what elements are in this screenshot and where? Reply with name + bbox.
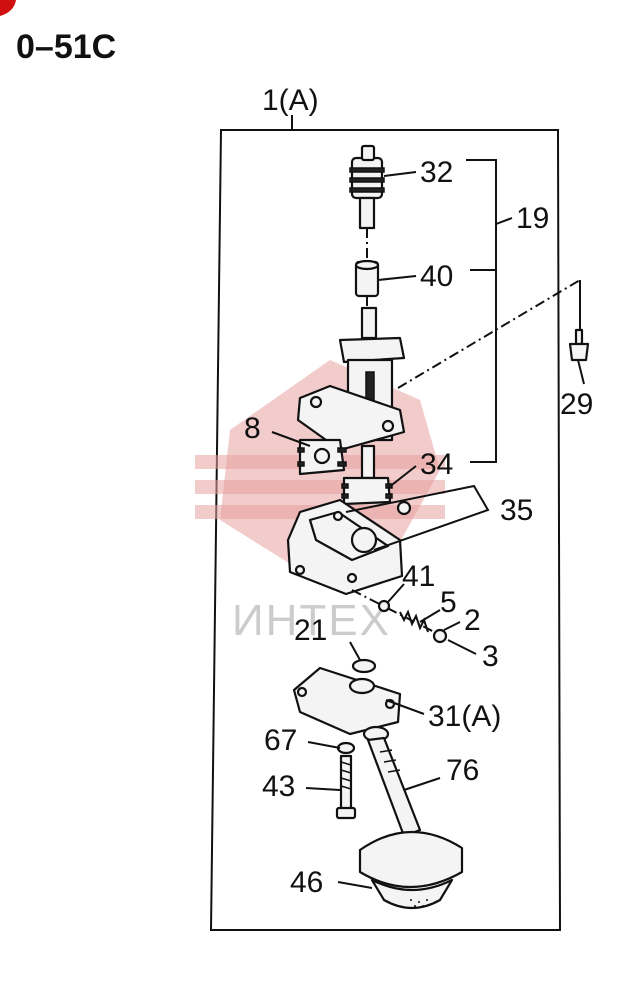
callout-76: 76 (446, 754, 479, 787)
pump-body-upper (296, 306, 406, 452)
part-8-driven-gear (297, 438, 347, 476)
part-2-plug (432, 628, 448, 644)
page-title: 0–51C (16, 28, 116, 66)
leader-3 (447, 639, 477, 655)
leader-34 (387, 465, 417, 489)
leader-29 (577, 359, 585, 385)
leader-21 (349, 641, 361, 661)
callout-40: 40 (420, 260, 453, 293)
callout-46: 46 (290, 866, 323, 899)
pump-housing (286, 498, 412, 596)
bracket-19-tick (495, 217, 513, 225)
leader-41 (387, 583, 405, 603)
callout-34: 34 (420, 448, 453, 481)
callout-31A: 31(A) (428, 700, 501, 733)
leader-40 (377, 275, 417, 281)
callout-67: 67 (264, 724, 297, 757)
part-76-pipe (362, 725, 422, 838)
callout-5: 5 (440, 586, 457, 619)
leader-76 (403, 777, 441, 791)
part-31A-cover (292, 666, 402, 736)
part-34-drive-gear (341, 444, 393, 506)
callout-19: 19 (516, 202, 549, 235)
callout-3: 3 (482, 640, 499, 673)
leader-2 (443, 621, 461, 631)
bracket-35 (345, 484, 490, 551)
assembly-frame (209, 129, 562, 931)
callout-35: 35 (500, 494, 533, 527)
part-40-sleeve (354, 259, 380, 298)
part-43-bolt (335, 754, 357, 820)
callout-29: 29 (560, 388, 593, 421)
leader-5 (419, 609, 441, 623)
part-41-ball (377, 599, 391, 613)
callout-41: 41 (402, 560, 435, 593)
callout-21: 21 (294, 614, 327, 647)
leader-31A (385, 699, 425, 715)
bracket-19 (466, 159, 497, 463)
part-5-spring (399, 609, 429, 633)
watermark-text: ИНТЕХ (232, 596, 391, 645)
assembly-label: 1(A) (262, 84, 319, 117)
leader-32 (383, 171, 417, 177)
leader-67 (307, 741, 341, 749)
callout-2: 2 (464, 604, 481, 637)
callout-8: 8 (244, 412, 261, 445)
part-21-o-ring (351, 658, 377, 674)
part-46-strainer (358, 830, 464, 910)
corner-mark (0, 0, 16, 16)
leader-8 (271, 431, 311, 447)
callout-32: 32 (420, 156, 453, 189)
callout-43: 43 (262, 770, 295, 803)
leader-46 (337, 881, 373, 889)
part-67-washer (336, 741, 356, 755)
bolt-29-axis (397, 279, 581, 389)
part-32-drive-gear (349, 144, 385, 230)
part-29-bolt (568, 328, 590, 362)
leader-43 (305, 787, 341, 791)
valve-axis (351, 589, 447, 639)
